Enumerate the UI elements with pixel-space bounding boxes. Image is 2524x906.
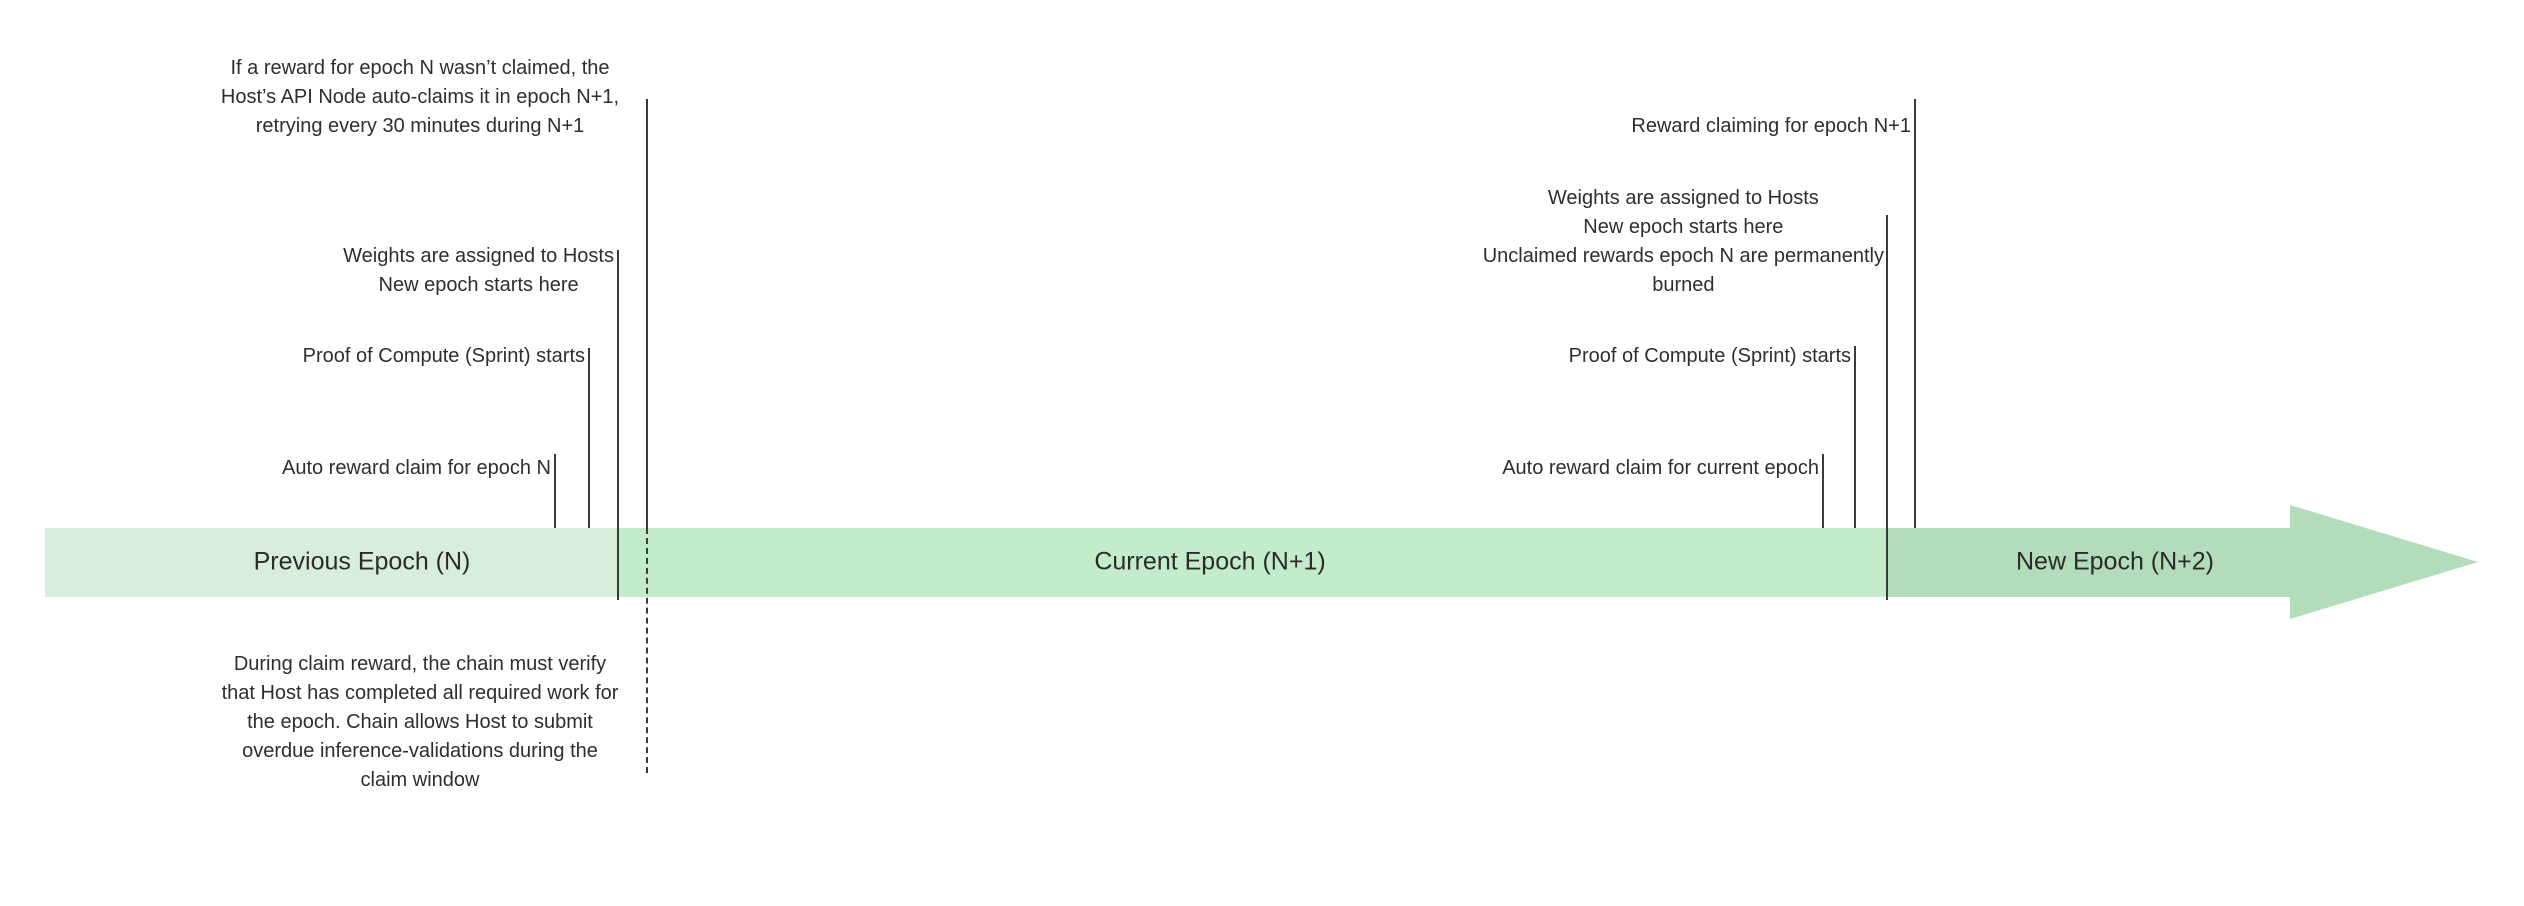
reward-claiming-note: Reward claiming for epoch N+1 [1631,115,1911,137]
event-line-proof-of-compute-left [588,348,590,528]
note-line: New epoch starts here [378,274,579,296]
event-line-auto-reward-claim-n [554,454,556,528]
event-line-auto-claim [646,99,648,528]
auto-reward-claim-note-right: Auto reward claim for current epoch [1502,457,1819,479]
note-line: Weights are assigned to Hosts [343,245,614,267]
proof-of-compute-note-right: Proof of Compute (Sprint) starts [1568,345,1851,367]
event-line-epoch-boundary-left [617,250,619,600]
segment-previous-epoch [45,528,617,597]
weights-assigned-note-left: Weights are assigned to Hosts New epoch … [343,242,614,300]
note-line: burned [1652,274,1715,296]
segment-current-epoch [617,528,1886,597]
new-epoch-label: New Epoch (N+2) [2016,547,2214,576]
note-line: Unclaimed rewards epoch N are permanentl… [1482,245,1884,267]
timeline-arrowhead-icon [2290,505,2478,619]
note-line: If a reward for epoch N wasn’t claimed, … [230,57,610,79]
note-line: overdue inference-validations during the [242,740,598,762]
event-line-reward-claiming [1914,99,1916,528]
note-line: retrying every 30 minutes during N+1 [255,115,585,137]
note-line: During claim reward, the chain must veri… [233,653,607,675]
note-line: Host’s API Node auto-claims it in epoch … [220,86,620,108]
current-epoch-label: Current Epoch (N+1) [1094,547,1326,576]
note-line: New epoch starts here [1583,216,1784,238]
note-line: Weights are assigned to Hosts [1547,187,1819,209]
weights-assigned-note-right: Weights are assigned to Hosts New epoch … [1483,184,1884,300]
note-line: that Host has completed all required wor… [221,682,619,704]
claim-window-note: During claim reward, the chain must veri… [160,650,680,795]
event-line-auto-reward-claim-current [1822,454,1824,528]
proof-of-compute-note-left: Proof of Compute (Sprint) starts [302,345,585,367]
auto-claim-note: If a reward for epoch N wasn’t claimed, … [160,54,680,141]
note-line: claim window [360,769,480,791]
previous-epoch-label: Previous Epoch (N) [253,547,471,576]
segment-new-epoch [1886,528,2290,597]
auto-reward-claim-note-left: Auto reward claim for epoch N [281,457,551,479]
event-line-epoch-boundary-right [1886,215,1888,600]
event-line-proof-of-compute-right [1854,346,1856,528]
claim-window-dashed-line [646,528,648,773]
note-line: the epoch. Chain allows Host to submit [247,711,593,733]
